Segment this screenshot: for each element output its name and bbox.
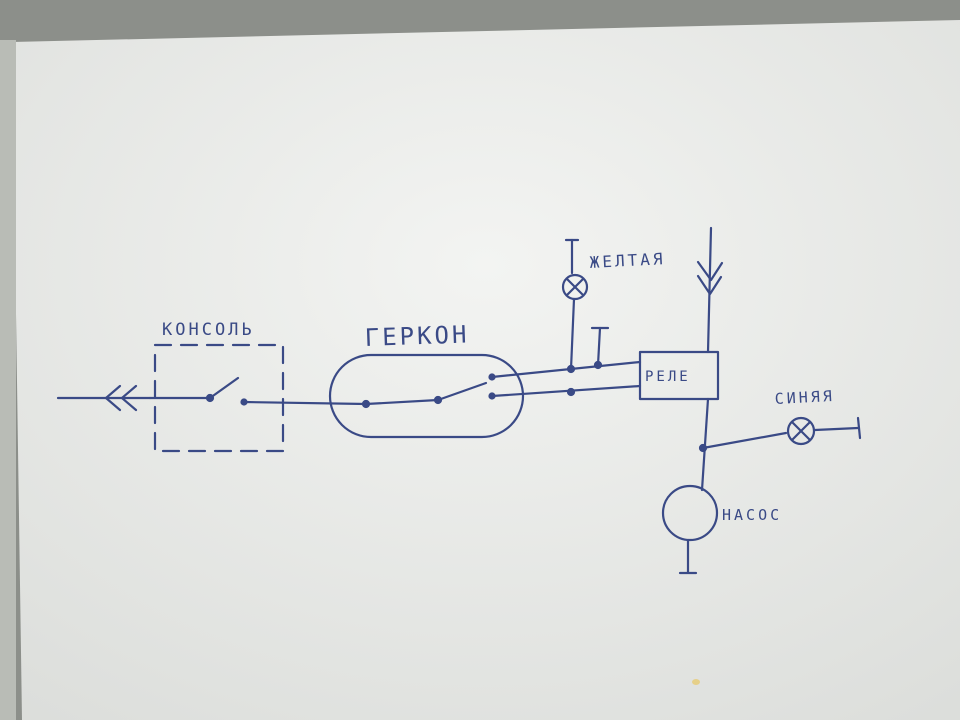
blue-lamp-branch — [701, 416, 862, 450]
gerkon-switch — [361, 373, 496, 409]
label-blue-lamp: СИНЯЯ — [774, 387, 835, 408]
console-switch — [148, 376, 248, 406]
input-connector — [56, 384, 152, 412]
power-input — [696, 226, 724, 354]
label-relay: РЕЛЕ — [645, 369, 691, 385]
gerkon-capsule — [328, 353, 525, 439]
paper-speck — [692, 679, 700, 685]
paper-edge — [0, 40, 16, 720]
paper-sheet — [12, 20, 960, 720]
wire-console-gerkon — [242, 400, 368, 406]
pump-motor — [661, 484, 719, 575]
label-gerkon: ГЕРКОН — [364, 320, 470, 352]
label-yellow-lamp: ЖЕЛТАЯ — [589, 249, 666, 272]
relay-box — [638, 350, 720, 401]
label-pump: НАСОС — [722, 506, 782, 524]
yellow-lamp-branch — [561, 238, 589, 371]
relay-tap — [590, 326, 610, 367]
label-console: КОНСОЛЬ — [162, 320, 255, 340]
